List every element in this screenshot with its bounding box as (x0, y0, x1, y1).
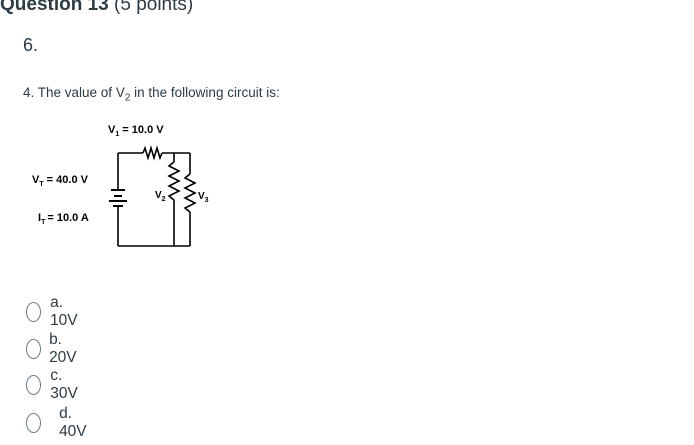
radio-button-d[interactable] (26, 413, 42, 433)
label-v3: V3 (198, 191, 209, 204)
radio-button-c[interactable] (26, 375, 42, 395)
answer-option-a[interactable]: a. 10V (26, 294, 83, 329)
question-text: 4. The value of V2 in the following circ… (23, 85, 280, 104)
label-it: IT= 10.0 A (38, 212, 89, 226)
resistor-r3 (183, 173, 197, 213)
answer-option-c[interactable]: c. 30V (26, 367, 83, 402)
label-vt: VT = 40.0 V (32, 174, 89, 188)
circuit-wires (117, 145, 197, 247)
circuit-diagram: V1 = 10.0 V VT = 40.0 V IT= 10.0 A V2 V3 (32, 124, 209, 247)
question-text-prefix: 4. The value of V (23, 85, 125, 100)
question-number: 6. (23, 35, 39, 55)
answer-label-d[interactable]: d. 40V (59, 405, 87, 440)
question-points: (5 points) (114, 0, 194, 15)
question-title: Question 13 (0, 0, 109, 15)
resistor-r1 (142, 145, 163, 161)
radio-button-b[interactable] (26, 339, 42, 359)
answer-option-d[interactable]: d. 40V (26, 405, 92, 440)
question-text-subscript: 2 (124, 92, 131, 104)
answer-label-c[interactable]: c. 30V (50, 367, 78, 402)
resistor-r2 (167, 161, 181, 201)
label-v2: V2 (155, 190, 166, 203)
answer-option-b[interactable]: b. 20V (26, 331, 82, 366)
question-header: Question 13 (5 points) (0, 0, 193, 16)
radio-button-a[interactable] (26, 302, 42, 322)
question-text-suffix: in the following circuit is: (130, 85, 280, 100)
answer-label-a[interactable]: a. 10V (50, 294, 78, 329)
battery-icon (109, 189, 127, 207)
label-v1: V1 = 10.0 V (108, 124, 164, 138)
answer-label-b[interactable]: b. 20V (49, 331, 77, 366)
